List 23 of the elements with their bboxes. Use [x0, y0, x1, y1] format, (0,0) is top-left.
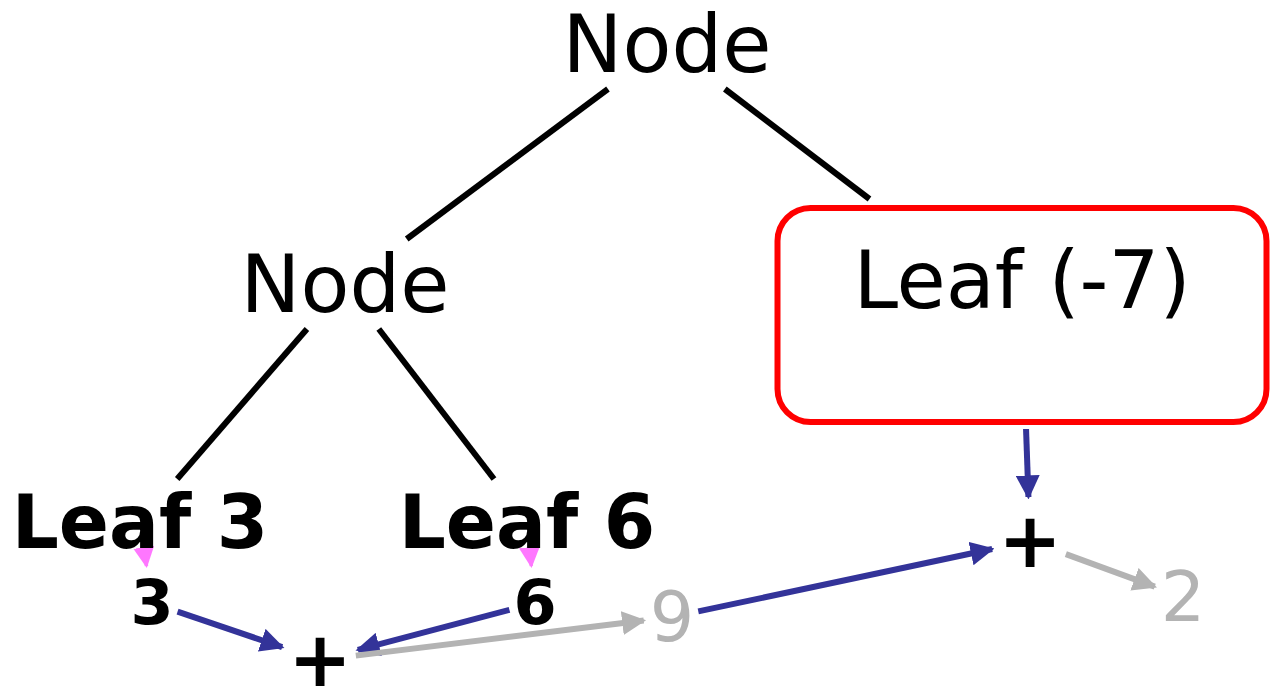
arrow	[1015, 428, 1040, 500]
tree-line	[376, 327, 497, 481]
leaf-label: Leaf 6	[398, 485, 656, 559]
value-label: 2	[1160, 562, 1206, 632]
node-label: Node	[562, 5, 772, 85]
highlight-box	[774, 205, 1270, 425]
plus-operator: +	[288, 622, 352, 693]
leaf-label: Leaf 3	[11, 485, 269, 559]
plus-operator: +	[998, 503, 1062, 579]
tree-line	[174, 327, 310, 481]
tree-line	[723, 86, 872, 202]
arrow	[1064, 551, 1157, 591]
value-label: 6	[513, 572, 557, 634]
value-label: 9	[649, 582, 695, 652]
node-label: Node	[240, 245, 450, 325]
arrow	[133, 545, 155, 569]
arrow	[355, 611, 647, 659]
arrow	[519, 546, 540, 569]
tree-line	[404, 86, 610, 242]
node-label: Leaf (-7)	[853, 241, 1191, 321]
value-label: 3	[130, 572, 174, 634]
arrow	[697, 541, 995, 615]
arrow	[176, 608, 285, 652]
